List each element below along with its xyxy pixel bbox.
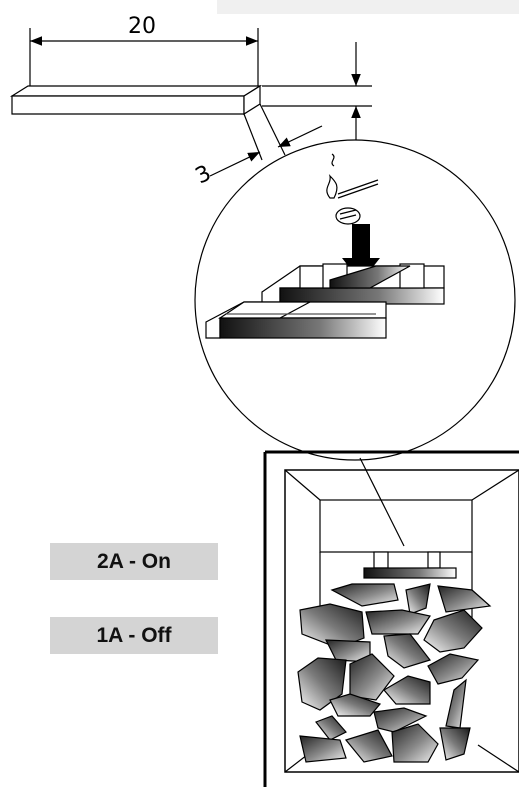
dimension-length	[29, 28, 259, 88]
match-flame-icon	[326, 153, 379, 225]
dimension-width	[209, 103, 323, 177]
fire-starter-small	[363, 551, 457, 579]
label-off-text: 1A - Off	[96, 623, 172, 647]
leader-line	[359, 457, 405, 547]
label-on-text: 2A - On	[97, 549, 171, 573]
bar-shape	[9, 84, 263, 116]
sauna-stones	[297, 583, 492, 763]
detail-circle	[194, 139, 516, 461]
top-band	[217, 0, 519, 14]
fire-starter-lower	[205, 301, 387, 339]
label-off: 1A - Off	[50, 617, 218, 654]
heater-cabinet	[263, 450, 519, 787]
dimension-length-text: 20	[128, 14, 156, 39]
fire-starter-upper	[261, 263, 445, 305]
label-on: 2A - On	[50, 543, 218, 580]
